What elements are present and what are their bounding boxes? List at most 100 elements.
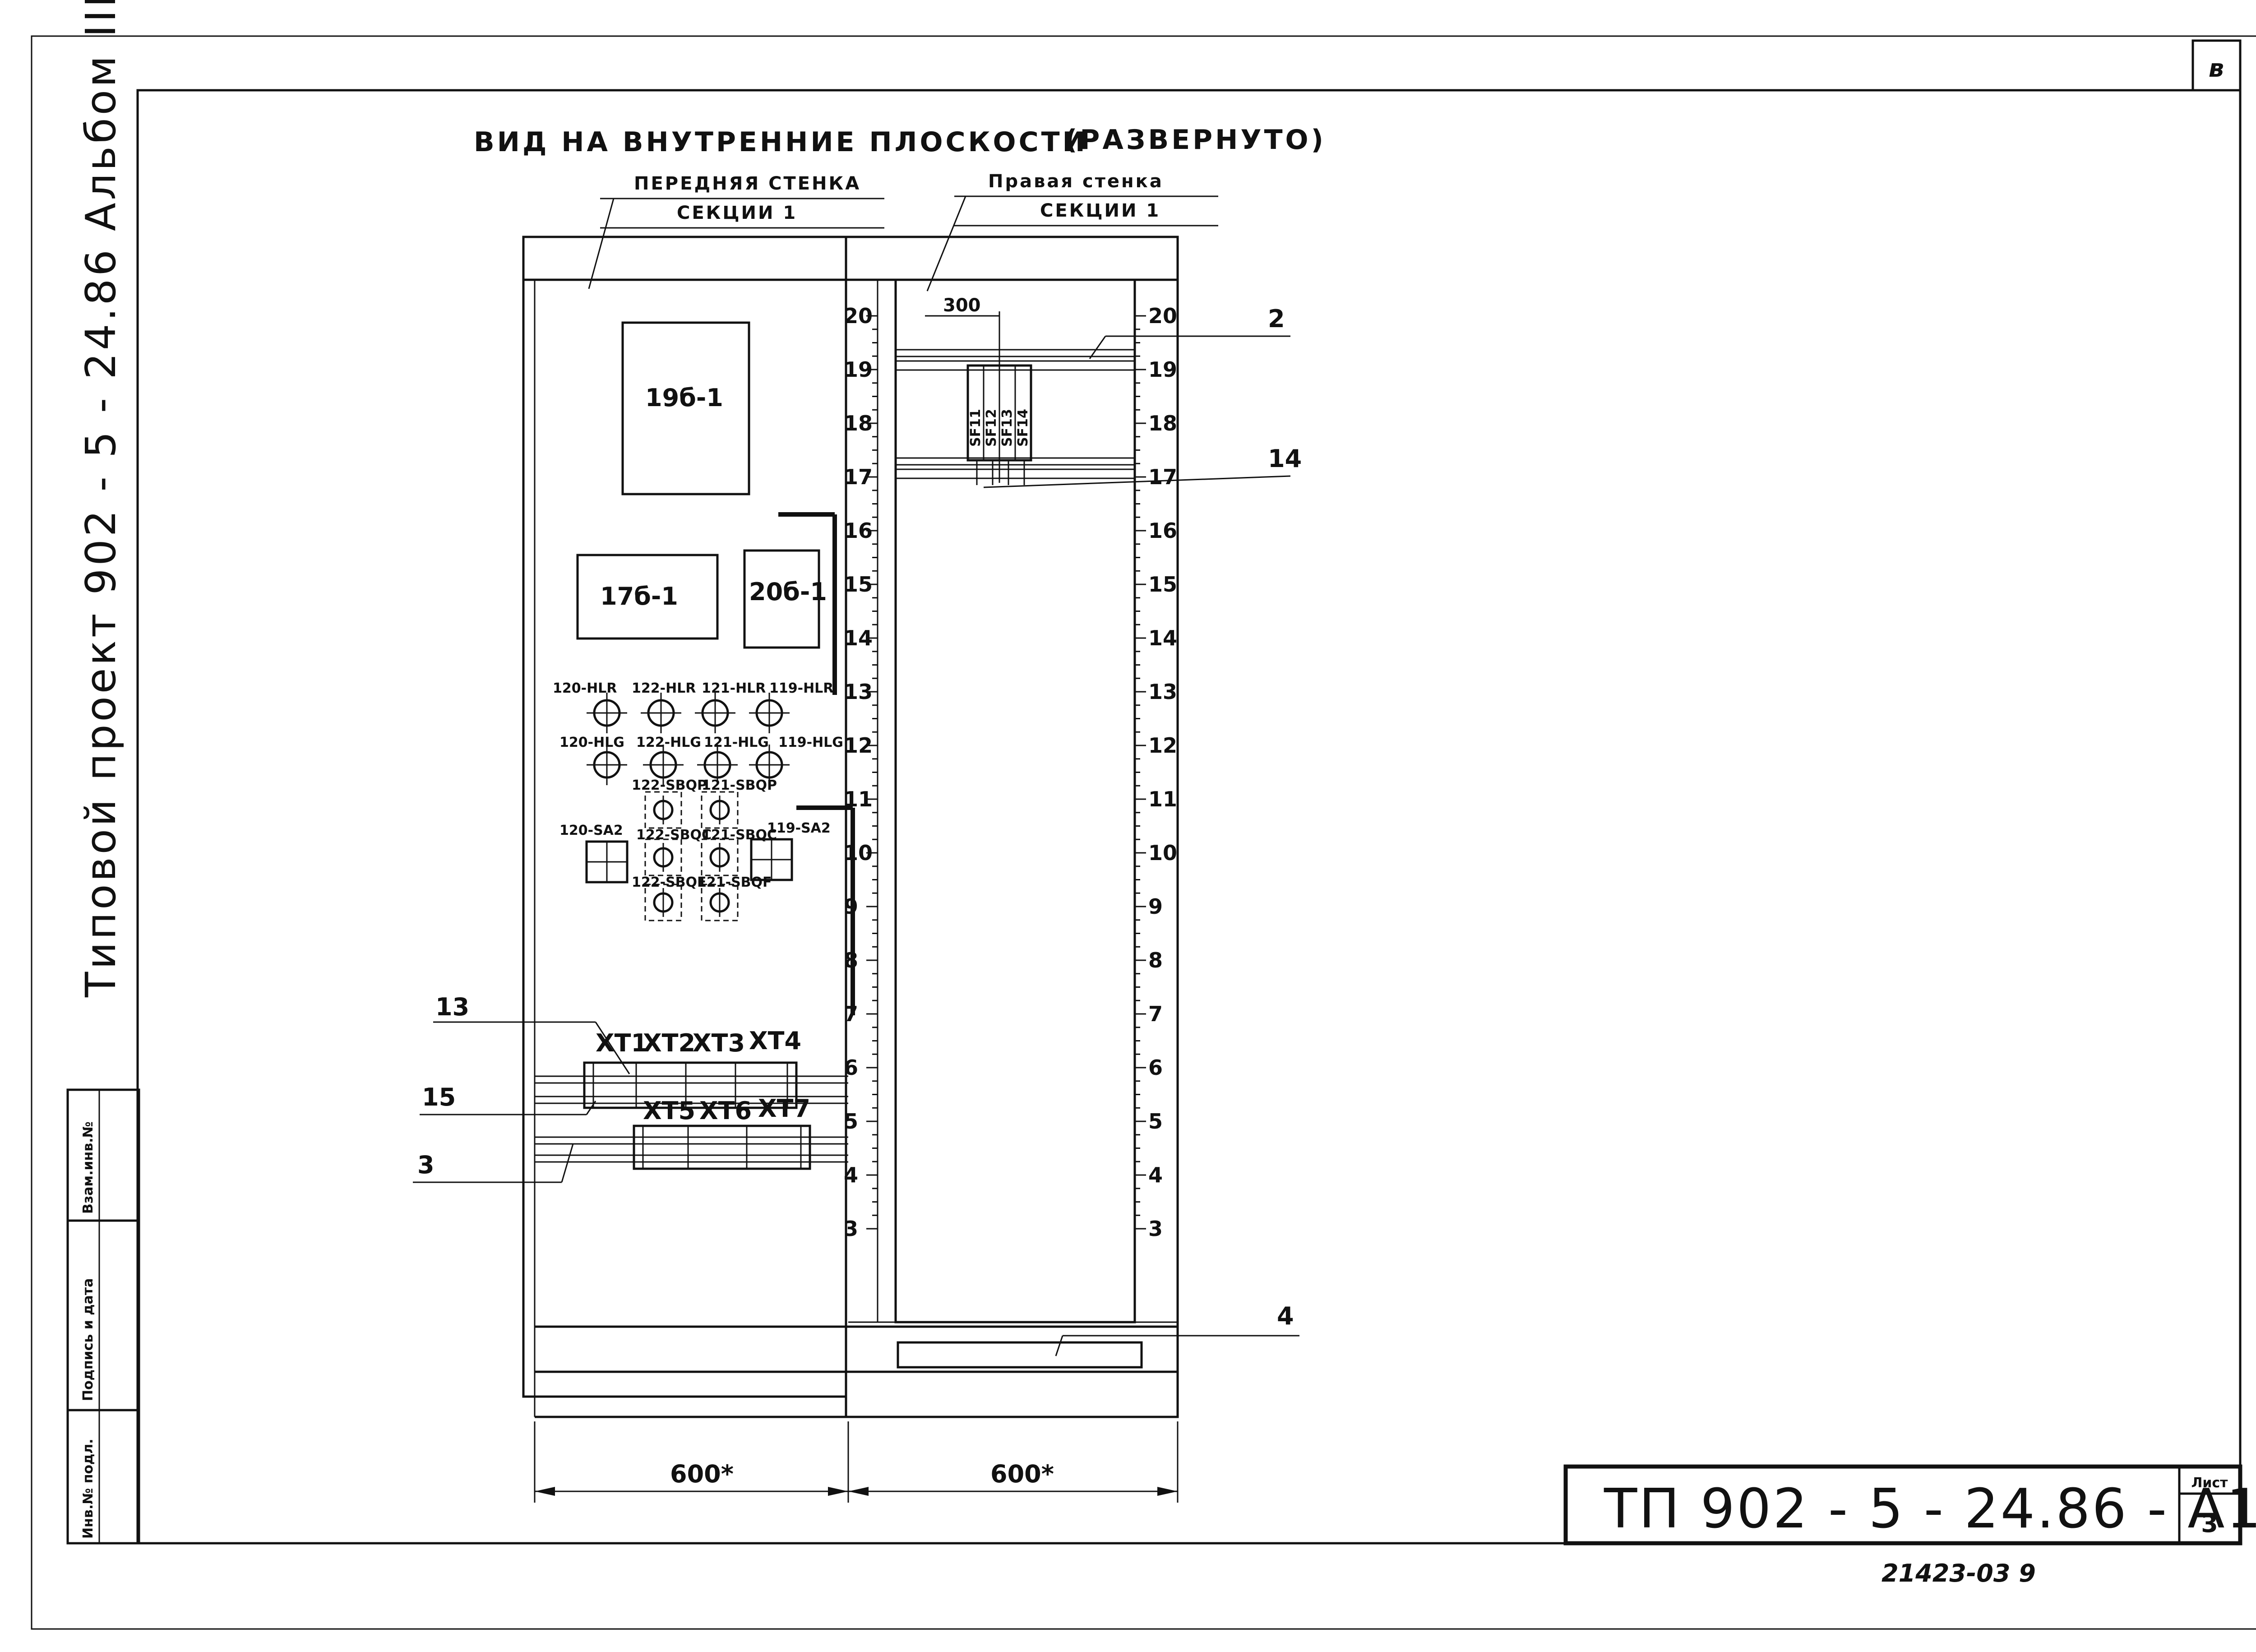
breaker-group: SF11 SF12 SF13 SF14 xyxy=(966,364,1032,485)
ruler-left-label-14: 14 xyxy=(844,626,873,650)
button-122-sbqf: 122-SBQF xyxy=(632,875,707,890)
ruler-right-label-18: 18 xyxy=(1148,411,1177,435)
ruler-left-label-20: 20 xyxy=(844,304,873,328)
side-title: Типовой проект 902 - 5 - 24.86 Альбом II… xyxy=(77,0,125,998)
ruler-right-label-9: 9 xyxy=(1148,894,1163,919)
button-121-sbqf: 121-SBQF xyxy=(697,875,772,890)
sheet-label: Лист xyxy=(2191,1475,2228,1491)
terminal-xt1: XT1 xyxy=(596,1029,648,1057)
ruler-left-label-16: 16 xyxy=(844,518,873,543)
callout-14: 14 xyxy=(1268,444,1302,473)
ruler-left-label-17: 17 xyxy=(844,465,873,489)
terminal-xt3: XT3 xyxy=(693,1029,745,1057)
drawing-title: ВИД НА ВНУТРЕННИЕ ПЛОСКОСТИ xyxy=(474,126,1088,158)
breaker-sf14: SF14 xyxy=(1015,409,1031,447)
ruler-right-label-5: 5 xyxy=(1148,1109,1163,1134)
ruler-left-label-13: 13 xyxy=(844,680,873,704)
callout-4: 4 xyxy=(1277,1302,1294,1330)
lamp-121-hlg: 121-HLG xyxy=(704,735,769,750)
button-symbol-4 xyxy=(644,884,682,921)
device-20b-label: 20б-1 xyxy=(749,578,827,606)
footer-number: 21423-03 9 xyxy=(1882,1559,2036,1587)
ruler-right-label-8: 8 xyxy=(1148,948,1163,972)
terminal-row-2 xyxy=(535,1124,848,1170)
terminal-xt6: XT6 xyxy=(699,1097,752,1125)
ruler-right-label-12: 12 xyxy=(1148,733,1177,758)
ruler-left-label-19: 19 xyxy=(844,357,873,382)
switch-119-sa2: 119-SA2 xyxy=(767,820,831,836)
breaker-sf13: SF13 xyxy=(999,409,1015,447)
ruler-left-label-18: 18 xyxy=(844,411,873,435)
callout-2: 2 xyxy=(1268,305,1285,333)
device-20b xyxy=(743,549,820,649)
ruler-left-label-12: 12 xyxy=(844,733,873,758)
stamp-cell-replace: Взам.инв.№ xyxy=(80,1121,96,1214)
drawing-subtitle: (РАЗВЕРНУТО) xyxy=(1065,124,1326,156)
device-19b xyxy=(621,321,750,495)
button-symbol-1 xyxy=(701,791,739,829)
front-wall-section-label: СЕКЦИИ 1 xyxy=(677,203,797,223)
button-122-sbqc: 122-SBQC xyxy=(636,827,712,843)
front-wall-label: ПЕРЕДНЯЯ СТЕНКА xyxy=(634,173,861,194)
device-17b xyxy=(576,554,719,640)
ruler-right-label-16: 16 xyxy=(1148,518,1177,543)
button-symbol-5 xyxy=(701,884,739,921)
lamp-symbols xyxy=(587,693,790,785)
title-block: ТП 902 - 5 - 24.86 - А1 - 3 Лист 3 xyxy=(1563,1464,2256,1546)
button-symbols xyxy=(644,791,739,921)
lamp-121-hlr: 121-HLR xyxy=(702,680,766,696)
stamp-cell-sign: Подпись и дата xyxy=(80,1278,96,1401)
lamp-119-hlr: 119-HLR xyxy=(769,680,833,696)
stamp-cell-inv: Инв.№ подл. xyxy=(80,1439,96,1539)
right-wall-label: Правая стенка xyxy=(988,171,1164,192)
button-122-sbqp: 122-SBQP xyxy=(632,777,707,793)
button-symbol-2 xyxy=(644,838,682,876)
ruler-right-label-10: 10 xyxy=(1148,841,1177,865)
ruler-right-label-11: 11 xyxy=(1148,787,1177,811)
side-stamp: Инв.№ подл. Подпись и дата Взам.инв.№ xyxy=(66,1088,140,1545)
callout-15: 15 xyxy=(422,1083,456,1111)
lamp-122-hlr: 122-HLR xyxy=(632,680,696,696)
device-17b-label: 17б-1 xyxy=(600,582,678,611)
button-121-sbqp: 121-SBQP xyxy=(702,777,777,793)
device-19b-label: 19б-1 xyxy=(645,384,723,412)
lamp-120-hlg: 120-HLG xyxy=(559,735,624,750)
bottom-dimensions xyxy=(534,1421,1179,1503)
ruler-left-label-15: 15 xyxy=(844,572,873,597)
corner-mark: в xyxy=(2209,54,2224,83)
ruler-right-label-3: 3 xyxy=(1148,1217,1163,1241)
button-symbol-3 xyxy=(701,838,739,876)
button-symbol-0 xyxy=(644,791,682,829)
breaker-sf11: SF11 xyxy=(968,409,984,447)
ruler-left-label-4: 4 xyxy=(844,1163,858,1187)
right-wall-panel: 300 xyxy=(845,236,1179,1418)
ruler-right-label-13: 13 xyxy=(1148,680,1177,704)
callout-13: 13 xyxy=(435,993,469,1021)
terminal-xt7: XT7 xyxy=(758,1094,810,1123)
terminal-xt4: XT4 xyxy=(749,1027,801,1055)
ruler-right-label-6: 6 xyxy=(1148,1055,1163,1080)
lamp-119-hlg: 119-HLG xyxy=(778,735,843,750)
ruler-right-label-20: 20 xyxy=(1148,304,1177,328)
dim-300: 300 xyxy=(943,295,981,316)
ruler-right-label-17: 17 xyxy=(1148,465,1177,489)
terminal-row-1 xyxy=(535,1061,848,1109)
sheet-number: 3 xyxy=(2201,1509,2218,1538)
ruler-right-label-15: 15 xyxy=(1148,572,1177,597)
button-121-sbqc: 121-SBQC xyxy=(702,827,777,843)
breaker-sf12: SF12 xyxy=(984,409,999,447)
ruler-left-label-5: 5 xyxy=(844,1109,858,1134)
sheet-frame: в xyxy=(31,35,2256,1630)
lamp-122-hlg: 122-HLG xyxy=(636,735,701,750)
dim-front-600: 600* xyxy=(670,1460,734,1488)
terminal-xt2: XT2 xyxy=(643,1029,695,1057)
ruler-left-label-10: 10 xyxy=(844,841,873,865)
ruler-right-label-4: 4 xyxy=(1148,1163,1163,1187)
terminal-xt5: XT5 xyxy=(643,1097,695,1125)
right-wall-section-label: СЕКЦИИ 1 xyxy=(1040,200,1160,221)
switch-120-sa2: 120-SA2 xyxy=(559,823,623,838)
drawing-designation: ТП 902 - 5 - 24.86 - А1 - 3 xyxy=(1604,1478,2256,1541)
